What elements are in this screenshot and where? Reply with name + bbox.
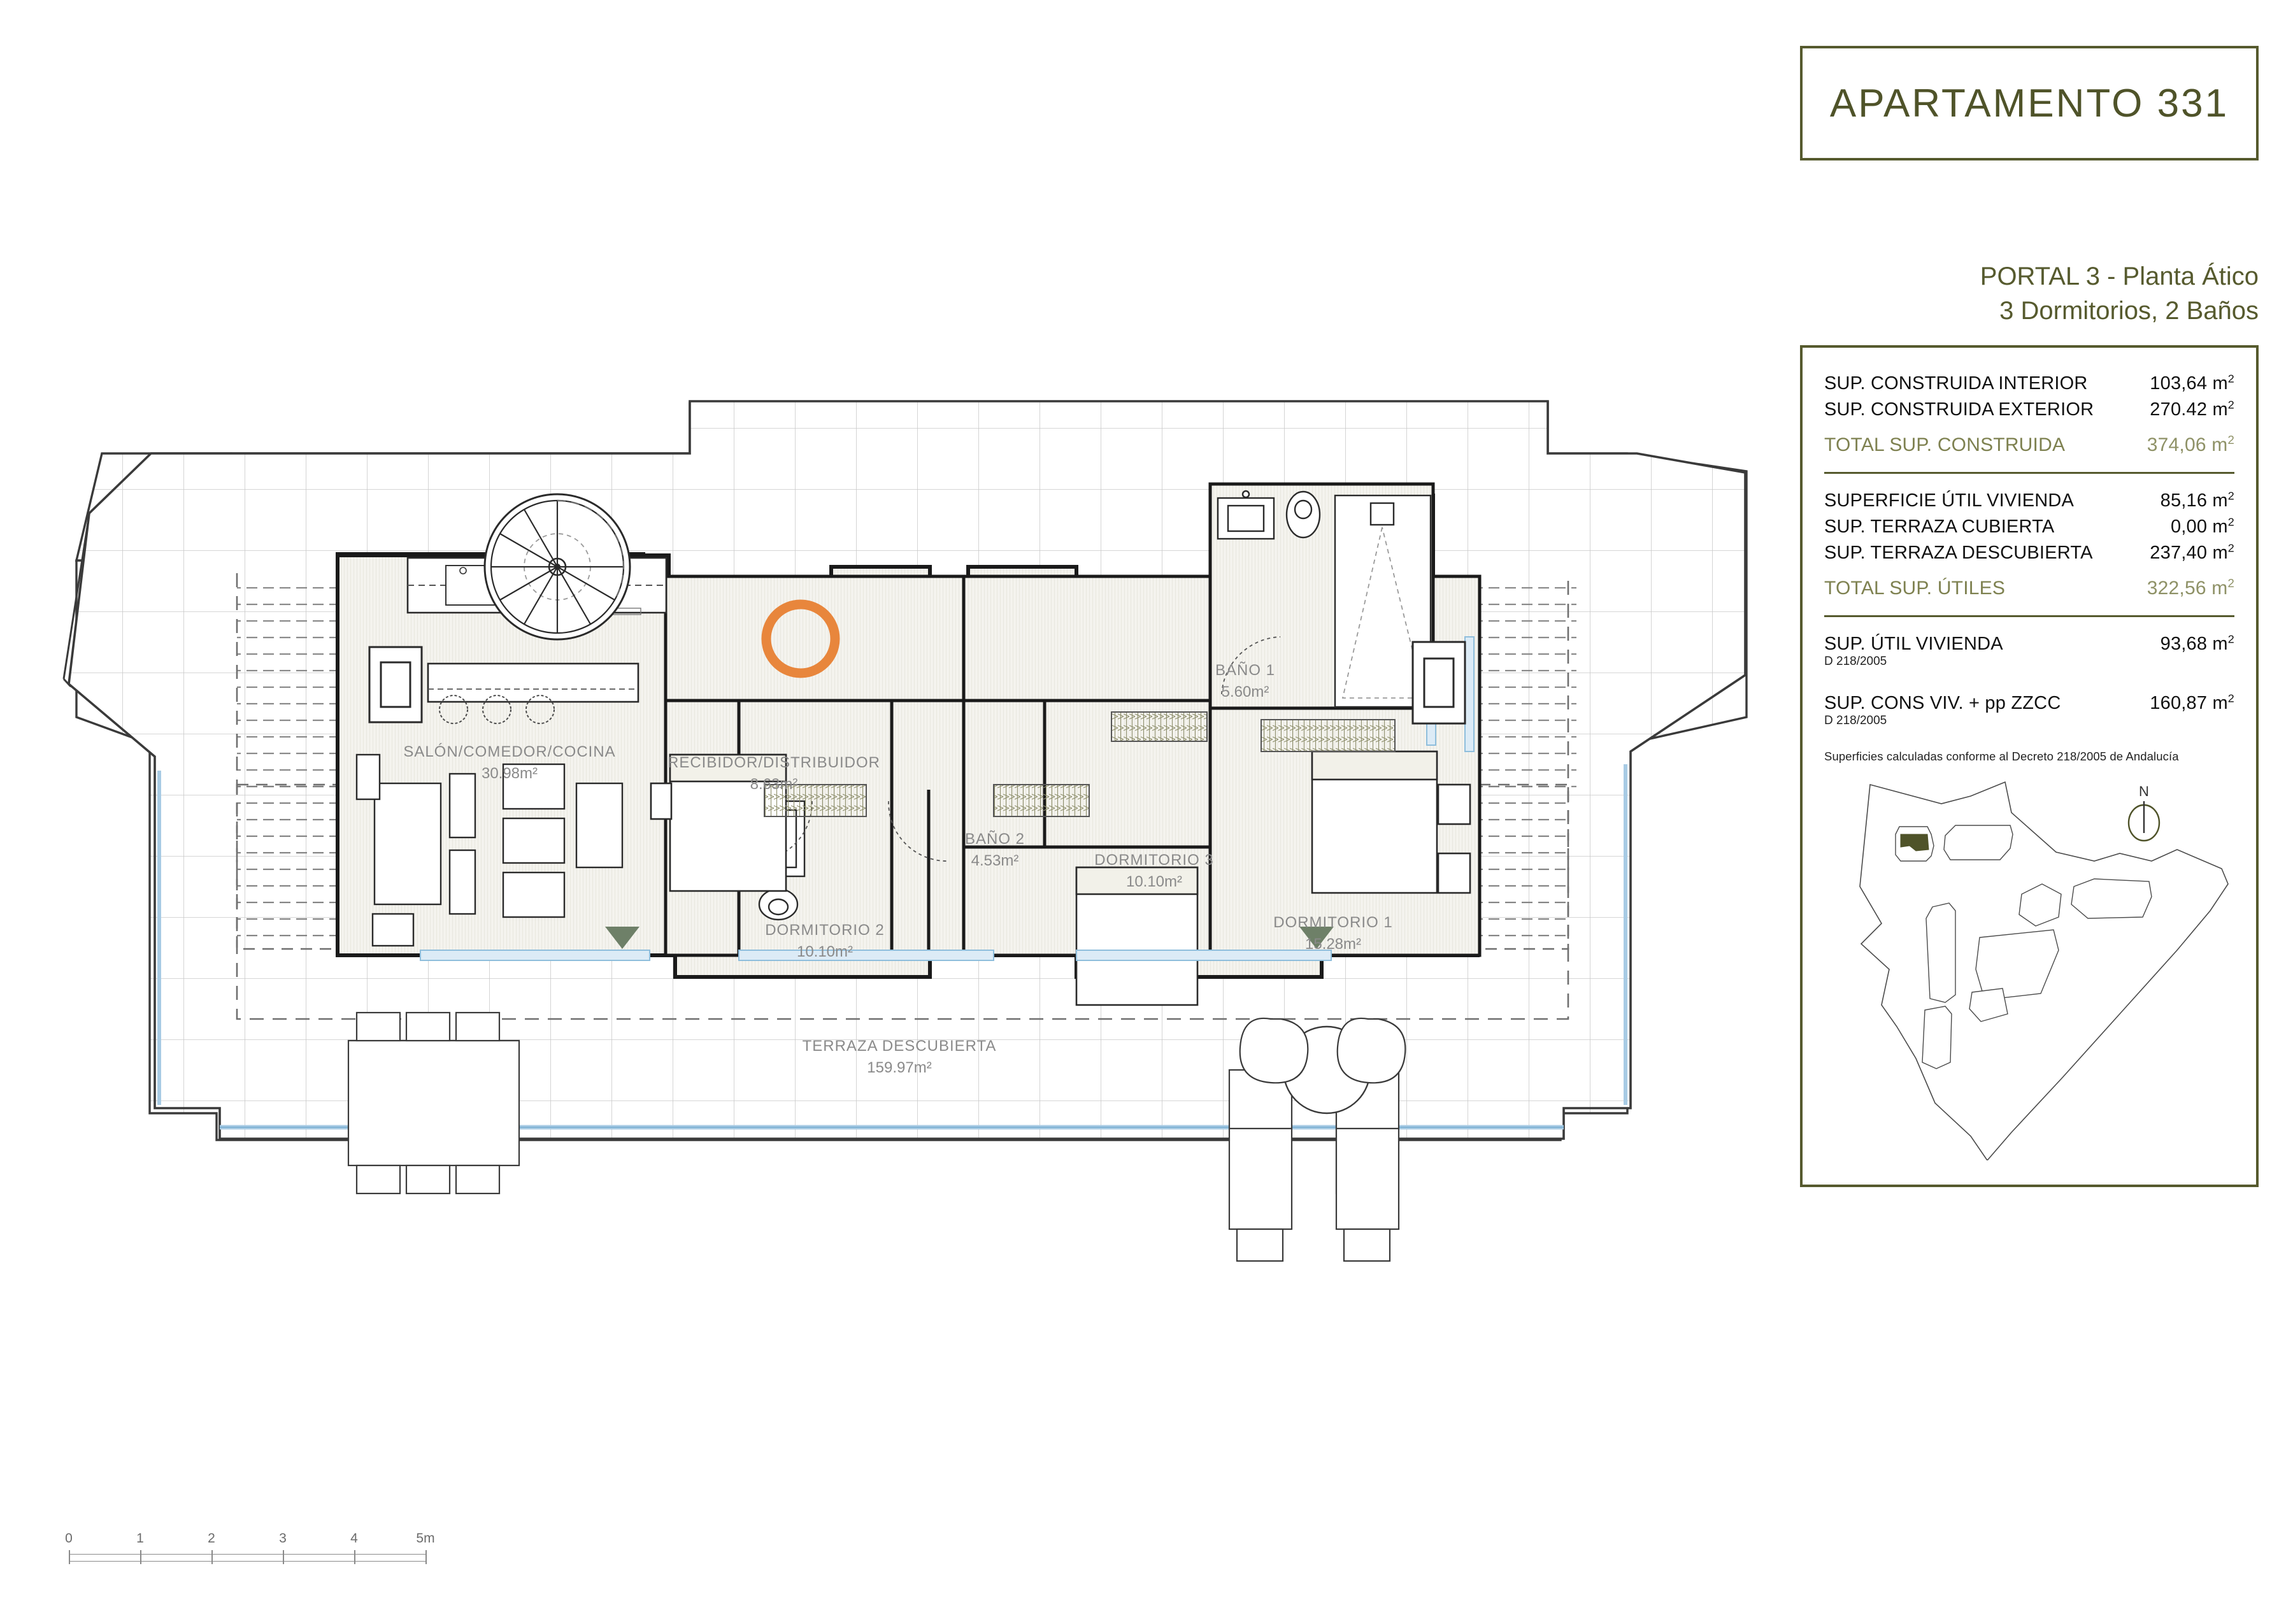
scale-bar: 0 1 2 3 4 5m [65,1531,435,1579]
bed-dormitorio1 [1311,750,1471,894]
total-construida-row: TOTAL SUP. CONSTRUIDA 374,06 m2 [1824,433,2234,456]
door-swing-bano2 [751,801,813,862]
room-area: 10.10m² [797,943,853,960]
divider-2 [1824,615,2234,618]
room-area: 8.63m² [750,776,798,793]
spec-value: 85,16 m2 [2160,489,2234,511]
room-area: 4.53m² [971,852,1019,869]
room-name: RECIBIDOR/DISTRIBUIDOR [668,754,880,771]
rooms-line: 3 Dormitorios, 2 Baños [1999,296,2259,325]
scale-tick-label: 2 [208,1531,215,1546]
info-panel: APARTAMENTO 331 PORTAL 3 - Planta Ático … [1800,46,2259,1187]
scale-tick [283,1550,284,1564]
living-furniture [355,753,624,947]
spec-value: 237,40 m2 [2150,541,2234,564]
spec-row: SUP. CONS VIV. + pp ZZCC 160,87 m2 [1824,690,2234,716]
divider-1 [1824,471,2234,474]
spec-decree: D 218/2005 [1824,714,1887,728]
apartment-title-box: APARTAMENTO 331 [1800,46,2259,160]
spec-row: SUP. TERRAZA DESCUBIERTA 237,40 m2 [1824,540,2234,566]
portal-line: PORTAL 3 - Planta Ático [1980,262,2259,290]
roof-shafts [368,641,1466,725]
scale-tick [354,1550,355,1564]
scale-tick-label: 5m [416,1531,435,1546]
room-name: TERRAZA DESCUBIERTA [803,1037,997,1055]
bano1-fixtures [1217,490,1432,708]
outdoor-dining-set [347,1011,520,1195]
page-title: APARTAMENTO 331 [1829,81,2229,125]
spec-value: 270.42 m2 [2150,398,2234,420]
outdoor-round-table [1239,1017,1406,1115]
scale-tick [69,1550,70,1564]
scale-tick-label: 1 [136,1531,144,1546]
spec-row: SUP. CONSTRUIDA EXTERIOR 270.42 m2 [1824,397,2234,423]
scale-bar-line [69,1554,425,1562]
room-labels: SALÓN/COMEDOR/COCINA 30.98m² RECIBIDOR/DIS… [403,662,1392,1076]
decree-footnote: Superficies calculadas conforme al Decre… [1824,750,2179,764]
spec-label: SUP. ÚTIL VIVIENDA [1824,634,2003,655]
floor-plan: SALÓN/COMEDOR/COCINA 30.98m² RECIBIDOR/DIS… [62,400,1748,1262]
north-compass-icon: N [2127,783,2161,842]
pergola-outline [236,573,1569,1020]
room-area: 5.60m² [1222,683,1269,701]
room-area: 10.10m² [1126,873,1182,890]
floor-plan-svg: SALÓN/COMEDOR/COCINA 30.98m² RECIBIDOR/DIS… [62,400,1748,1262]
site-key-plan: N [1820,759,2241,1162]
total-utiles-row: TOTAL SUP. ÚTILES 322,56 m2 [1824,576,2234,599]
scale-tick-label: 0 [65,1531,73,1546]
scale-tick [425,1550,427,1564]
scale-tick [140,1550,141,1564]
bed-dormitorio3 [1075,866,1199,1006]
scale-tick [211,1550,213,1564]
room-name: SALÓN/COMEDOR/COCINA [403,743,615,760]
spec-decree: D 218/2005 [1824,655,1887,669]
door-swing-bano1 [1221,636,1281,695]
room-name: DORMITORIO 1 [1273,914,1393,931]
spec-value: 93,68 m2 [2160,632,2234,655]
spiral-staircase [483,493,631,641]
spec-row: SUPERFICIE ÚTIL VIVIENDA 85,16 m2 [1824,488,2234,514]
north-label: N [2139,783,2149,799]
room-name: DORMITORIO 3 [1094,851,1214,869]
highlighted-block [1895,826,1934,862]
spec-label: SUP. CONSTRUIDA EXTERIOR [1824,399,2094,420]
room-area: 15.28m² [1305,936,1361,953]
room-area: 30.98m² [482,765,538,782]
kitchen-island [427,662,639,724]
door-swing-dorm3 [888,801,950,862]
spec-value: 160,87 m2 [2150,692,2234,714]
spec-group-utiles: SUPERFICIE ÚTIL VIVIENDA 85,16 m2 SUP. TER… [1824,488,2234,567]
spec-label: SUP. TERRAZA DESCUBIERTA [1824,543,2093,564]
spec-label: SUP. CONS VIV. + pp ZZCC [1824,693,2061,714]
spec-value: 103,64 m2 [2150,372,2234,394]
spec-row: SUP. ÚTIL VIVIENDA 93,68 m2 [1824,631,2234,657]
spec-row: SUP. TERRAZA CUBIERTA 0,00 m2 [1824,514,2234,540]
room-name: DORMITORIO 2 [765,922,885,939]
spec-label: SUP. TERRAZA CUBIERTA [1824,516,2055,538]
spec-value: 0,00 m2 [2170,515,2234,538]
scale-tick-label: 4 [350,1531,358,1546]
bed-dormitorio2 [650,753,787,892]
orange-marker-icon [761,599,840,678]
site-buildings [1922,825,2152,1069]
spec-label: SUPERFICIE ÚTIL VIVIENDA [1824,490,2075,511]
partitions [664,576,1433,955]
room-name: BAÑO 2 [965,830,1025,848]
room-name: BAÑO 1 [1215,662,1275,679]
subtitle-block: PORTAL 3 - Planta Ático 3 Dormitorios, 2… [1800,260,2259,328]
wardrobes [764,711,1396,817]
level-markers [605,927,1334,949]
scale-tick-label: 3 [279,1531,287,1546]
spec-row: SUP. CONSTRUIDA INTERIOR 103,64 m2 [1824,371,2234,397]
spec-label: SUP. CONSTRUIDA INTERIOR [1824,373,2088,394]
room-area: 159.97m² [867,1059,931,1076]
